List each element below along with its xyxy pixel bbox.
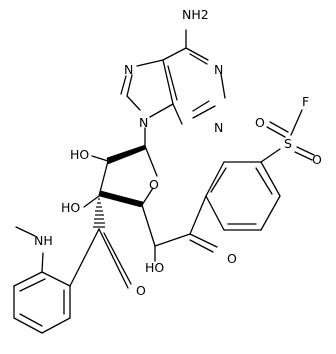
atom-ho-c3: HO: [61, 200, 80, 215]
sugar-bonds: [83, 144, 158, 247]
atom-n-pyrimidine-3: N: [214, 120, 223, 135]
atom-nh2: NH2: [182, 7, 209, 22]
atom-fluorine: F: [302, 94, 309, 109]
benzoyl-bonds: [13, 226, 132, 334]
atom-nh-methyl: NH: [34, 233, 53, 248]
atom-sulfur: S: [284, 136, 292, 151]
atom-o-sulfonyl-2: O: [312, 152, 322, 167]
atom-ho-c2: HO: [70, 147, 89, 162]
side-chain-bonds: [154, 109, 315, 262]
atom-o-benzoyl: O: [136, 283, 146, 298]
atom-n-imidazole: N: [124, 62, 133, 77]
atom-o-ketone: O: [227, 251, 237, 266]
atom-labels: NH2 N N N N F O S O HO O HO NH O O HO: [34, 7, 322, 298]
atom-o-sulfonyl-1: O: [255, 115, 265, 130]
hashed-bond: [93, 198, 105, 228]
atom-ring-oxygen: O: [149, 177, 159, 192]
atom-n9: N: [139, 115, 148, 130]
atom-n-pyrimidine-1: N: [214, 62, 223, 77]
atom-ho-side: HO: [145, 260, 164, 275]
adenine-bonds: [120, 29, 226, 146]
